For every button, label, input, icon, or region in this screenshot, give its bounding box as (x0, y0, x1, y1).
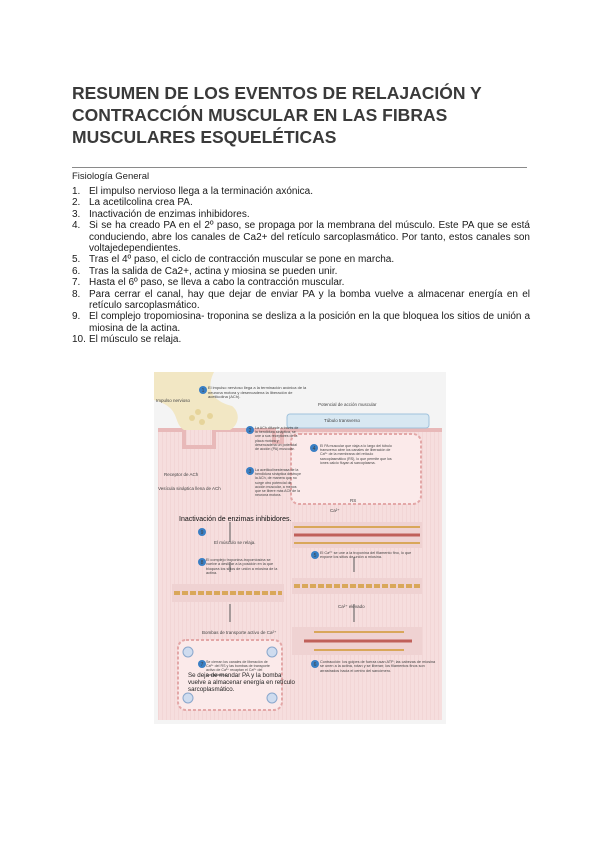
step-badge-6: 6 (311, 660, 319, 668)
list-item-number: 9. (72, 311, 81, 323)
list-item-text: Tras el 4º paso, el ciclo de contracción… (89, 254, 395, 266)
label-impulso: Impulso nervioso (156, 398, 191, 403)
label-step9: El músculo se relaja. (214, 540, 256, 545)
list-item-text: La acetilcolina crea PA. (89, 197, 193, 209)
sarcolemma (158, 428, 442, 449)
list-item-text: El impulso nervioso llega a la terminaci… (89, 186, 314, 197)
caption-step5: El Ca²⁺ se une a la troponina del filame… (320, 551, 411, 559)
list-item-number: 4. (72, 220, 81, 232)
svg-text:6: 6 (314, 662, 317, 668)
calcium-pump-icon (182, 646, 194, 658)
list-item: 1. El impulso nervioso llega a la termina… (72, 186, 530, 197)
label-potencial: Potencial de acción muscular (318, 402, 377, 407)
list-item: 6. Tras la salida de Ca2+, actina y miosi… (72, 266, 530, 277)
figure-canvas: 1 2 3 4 5 6 7 8 9 Impulso nervioso Poten… (154, 372, 442, 720)
calcium-pump-icon (182, 692, 194, 704)
list-item-text: Inactivación de enzimas inhibidores. (89, 208, 250, 220)
sarcomere-relaxing-left (172, 584, 284, 602)
synaptic-vesicle (199, 419, 205, 425)
step-badge-1: 1 (199, 386, 207, 394)
synaptic-vesicle (195, 409, 201, 415)
sarcoplasmic-reticulum (290, 433, 422, 505)
list-item: 8. Para cerrar el canal, hay que dejar de… (72, 289, 530, 312)
svg-text:1: 1 (202, 388, 205, 394)
caption-step4: El PA muscular que viaja a lo largo del … (320, 444, 392, 465)
transverse-tubule (286, 413, 430, 429)
document-subtitle: Fisiología General (72, 171, 150, 182)
list-item-text: El complejo tropomiosina- troponina se d… (89, 311, 530, 334)
sarcomere-relaxed-top (292, 522, 422, 548)
title-divider (72, 167, 527, 168)
label-ca-elevado: Ca²⁺ elevado (338, 604, 365, 609)
step-badge-3: 3 (246, 467, 254, 475)
svg-text:9: 9 (201, 530, 204, 536)
sarcomere-contracted (292, 627, 422, 655)
list-item-number: 3. (72, 208, 81, 220)
list-item-number: 2. (72, 197, 81, 209)
step-badge-8: 8 (198, 558, 206, 566)
svg-text:8: 8 (201, 560, 204, 566)
list-item-text: Para cerrar el canal, hay que dejar de e… (89, 288, 530, 312)
caption-step2: La ACh difunde a través de la hendidura … (255, 426, 298, 451)
label-ca: Ca²⁺ (330, 508, 340, 513)
annotation-inactivacion: Inactivación de enzimas inhibidores. (179, 516, 292, 523)
step-badge-5: 5 (311, 551, 319, 559)
list-item-text: Tras la salida de Ca2+, actina y miosina… (89, 265, 338, 277)
list-item-number: 5. (72, 254, 81, 266)
caption-step1: El impulso nervioso llega a la terminaci… (208, 386, 306, 399)
svg-text:5: 5 (314, 553, 317, 559)
synaptic-vesicle (207, 413, 213, 419)
caption-step3: La acetilcolinesterasa de la hendidura s… (255, 468, 301, 497)
svg-text:2: 2 (249, 428, 252, 434)
list-item: 10.El músculo se relaja. (72, 334, 530, 345)
label-tubulo: Túbulo transverso (324, 418, 361, 423)
list-item: 9. El complejo tropomiosina- troponina se… (72, 311, 530, 334)
label-bombas: Bombas de transporte activo de Ca²⁺ (202, 630, 277, 635)
list-item-text: Si se ha creado PA en el 2º paso, se pro… (89, 220, 530, 255)
calcium-pump-icon (266, 646, 278, 658)
svg-text:7: 7 (201, 662, 204, 668)
muscle-contraction-figure: 1 2 3 4 5 6 7 8 9 Impulso nervioso Poten… (154, 372, 446, 724)
svg-text:4: 4 (313, 446, 316, 452)
nerve-terminal (154, 372, 238, 430)
list-item-number: 1. (72, 186, 81, 197)
svg-text:3: 3 (249, 469, 252, 475)
annotation-bomba: Se deja de mandar PA y la bomba vuelve a… (188, 672, 295, 693)
label-receptor: Receptor de ACh (164, 472, 199, 477)
synaptic-vesicle (189, 415, 195, 421)
list-item-number: 8. (72, 288, 81, 300)
step-badge-7: 7 (198, 660, 206, 668)
list-item-number: 6. (72, 265, 81, 277)
list-item: 5. Tras el 4º paso, el ciclo de contracci… (72, 254, 530, 265)
list-item-text: El músculo se relaja. (89, 334, 182, 346)
list-item-number: 7. (72, 277, 81, 289)
caption-step7: Se cierran los canales de liberación de … (206, 660, 270, 677)
caption-step8: El complejo troponina-tropomiosina se vu… (206, 558, 277, 575)
list-item-text: Hasta el 6º paso, se lleva a cabo la con… (89, 277, 345, 289)
label-rs: RS (350, 498, 356, 503)
list-item-number: 10. (72, 334, 86, 346)
label-vesicula: Vesícula sináptica llena de ACh (158, 486, 221, 491)
step-badge-4: 4 (310, 444, 318, 452)
list-item: 7. Hasta el 6º paso, se lleva a cabo la c… (72, 277, 530, 288)
document-title: RESUMEN DE LOS EVENTOS DE RELAJACIÓN Y C… (72, 83, 482, 147)
list-item: 3. Inactivación de enzimas inhibidores. (72, 209, 530, 220)
step-badge-9: 9 (198, 528, 206, 536)
list-item: 4. Si se ha creado PA en el 2º paso, se p… (72, 220, 530, 254)
sarcomere-ca-bound (292, 578, 422, 594)
list-item: 2. La acetilcolina crea PA. (72, 197, 530, 208)
calcium-pump-icon (266, 692, 278, 704)
step-badge-2: 2 (246, 426, 254, 434)
sarcoplasmic-reticulum-pumps (177, 639, 283, 711)
steps-list: 1. El impulso nervioso llega a la termina… (72, 186, 530, 346)
caption-step6: Contracción: los golpes de fuerza usan A… (320, 660, 435, 673)
